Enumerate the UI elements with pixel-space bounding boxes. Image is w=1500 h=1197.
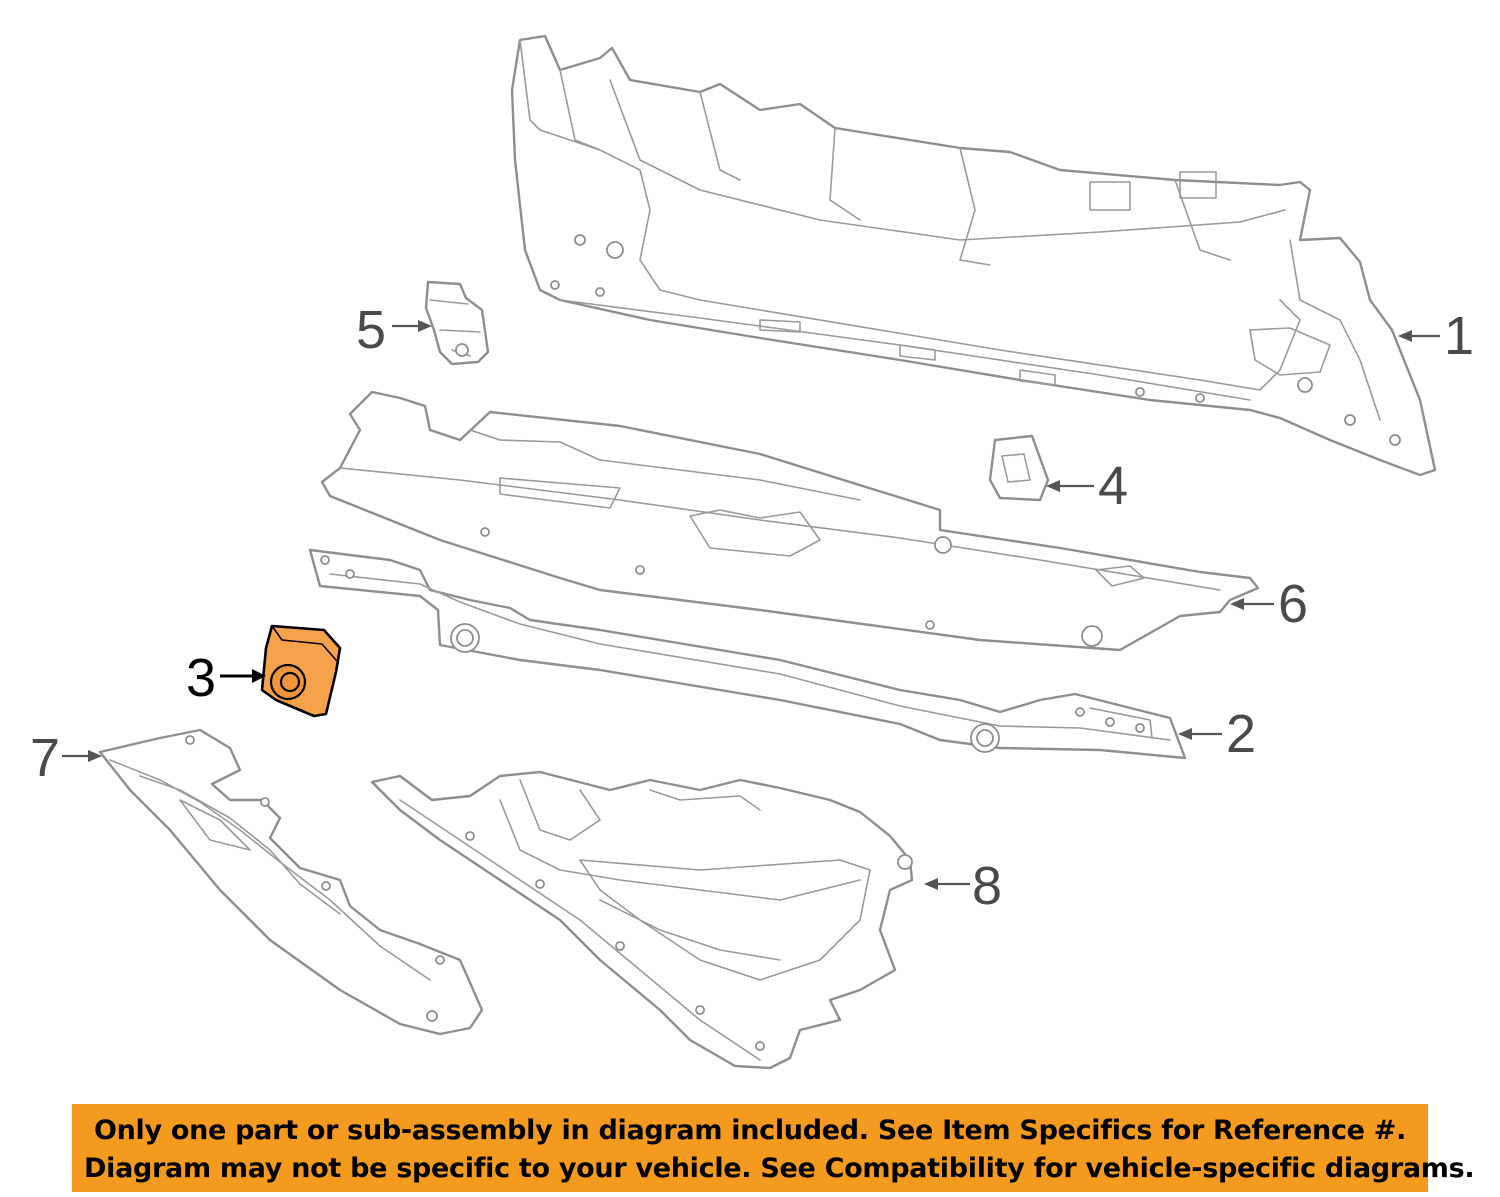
callout-7-number: 7 bbox=[30, 728, 60, 788]
callout-4: 4 bbox=[1046, 456, 1128, 516]
part-2-lower-brace bbox=[308, 548, 1187, 760]
part-6-upper-cover bbox=[320, 390, 1260, 652]
parts-diagram: 1 2 3 4 5 6 7 8 bbox=[30, 34, 1474, 1070]
part-5-bracket bbox=[424, 280, 490, 366]
callout-4-number: 4 bbox=[1098, 456, 1128, 516]
callout-6: 6 bbox=[1230, 574, 1308, 634]
callout-7: 7 bbox=[30, 728, 102, 788]
callout-3-number: 3 bbox=[186, 648, 216, 708]
callout-3: 3 bbox=[186, 648, 266, 708]
callout-2-number: 2 bbox=[1226, 704, 1256, 764]
callout-8: 8 bbox=[924, 856, 1002, 916]
disclaimer-banner: Only one part or sub-assembly in diagram… bbox=[72, 1104, 1475, 1192]
callout-1: 1 bbox=[1398, 306, 1474, 366]
callout-6-number: 6 bbox=[1278, 574, 1308, 634]
callout-5: 5 bbox=[356, 300, 432, 360]
part-8-underbody-shield bbox=[370, 770, 914, 1070]
callout-8-number: 8 bbox=[972, 856, 1002, 916]
callout-5-number: 5 bbox=[356, 300, 386, 360]
disclaimer-line-1: Only one part or sub-assembly in diagram… bbox=[93, 1115, 1407, 1146]
callout-2: 2 bbox=[1178, 704, 1256, 764]
part-3-highlighted-bracket bbox=[260, 624, 342, 718]
part-4-clip bbox=[988, 434, 1050, 502]
disclaimer-line-2: Diagram may not be specific to your vehi… bbox=[84, 1153, 1475, 1184]
callout-1-number: 1 bbox=[1444, 306, 1474, 366]
part-7-side-shield bbox=[98, 728, 484, 1036]
part-1-radiator-support bbox=[510, 34, 1437, 477]
